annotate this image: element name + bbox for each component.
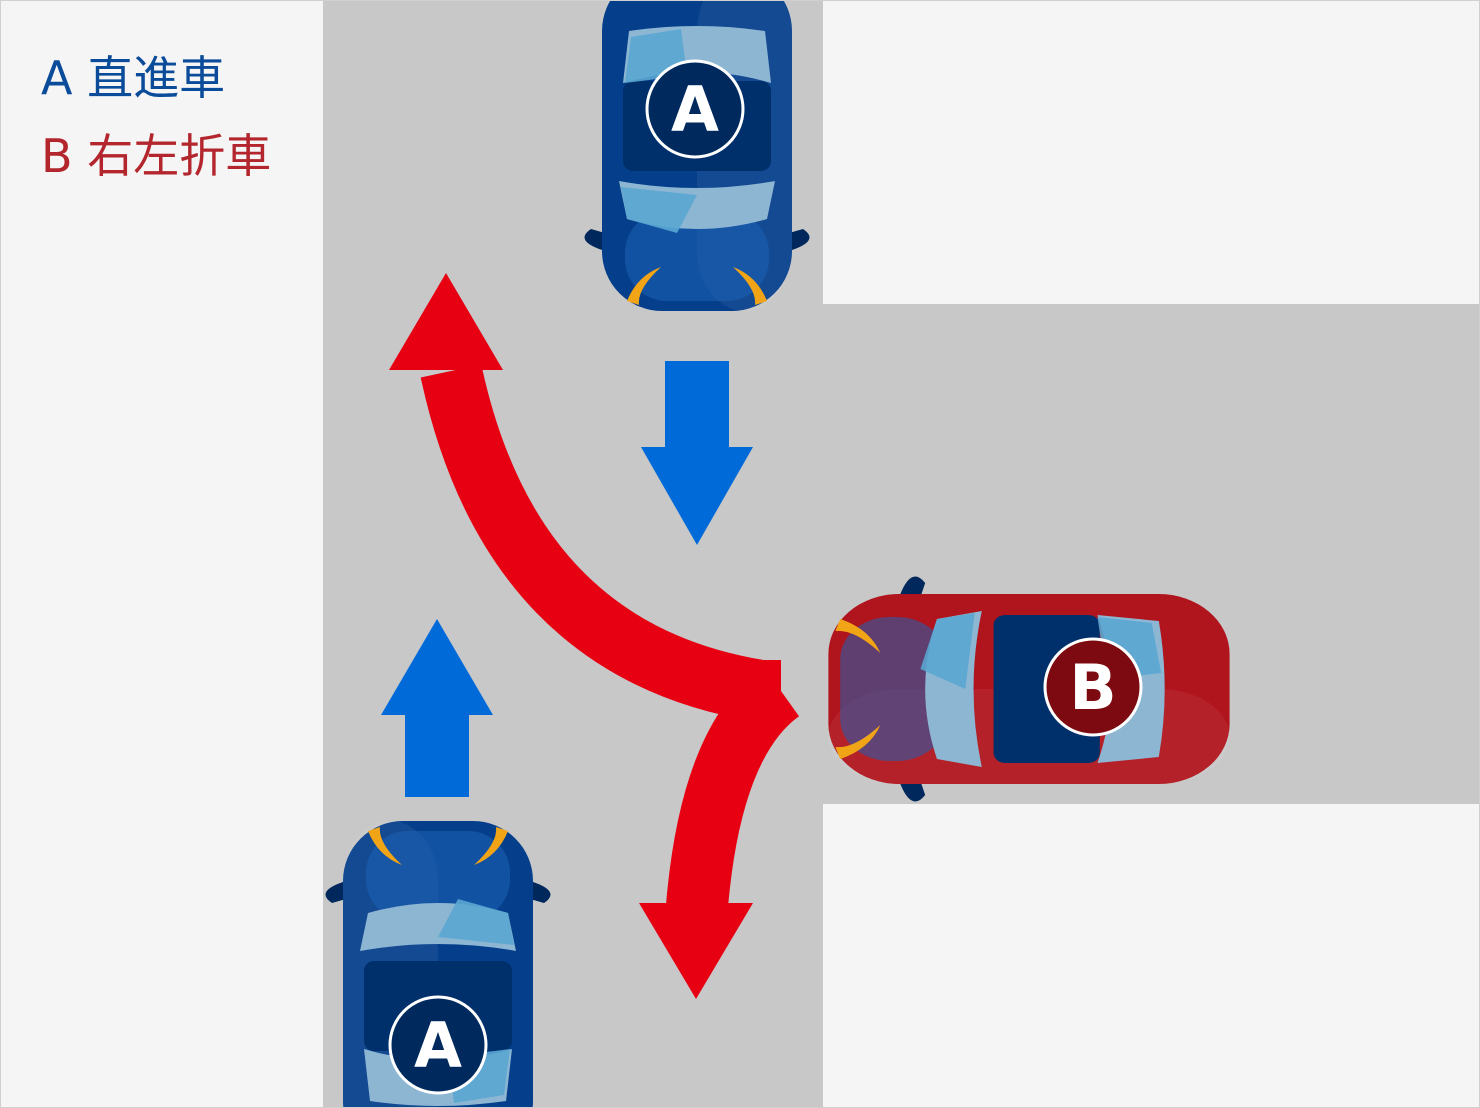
car-a-bottom-label: A: [414, 1009, 462, 1082]
turn-arrow: [389, 273, 801, 999]
car-b-label: B: [1069, 651, 1116, 724]
legend-b-text: 右左折車: [87, 129, 272, 183]
car-b-badge: B: [1043, 637, 1143, 737]
car-a-bottom-badge: A: [388, 995, 488, 1095]
car-a-top-label: A: [671, 73, 719, 146]
legend-b: B 右左折車: [41, 133, 271, 179]
legend-b-letter: B: [41, 129, 73, 183]
legend-a-letter: A: [41, 51, 73, 105]
legend-a-text: 直進車: [87, 51, 226, 105]
straight-arrow-up: [381, 619, 493, 797]
car-b-right: [828, 576, 1230, 802]
legend-a: A 直進車: [41, 55, 225, 101]
straight-arrow-down: [641, 361, 753, 545]
car-a-top-badge: A: [645, 59, 745, 159]
